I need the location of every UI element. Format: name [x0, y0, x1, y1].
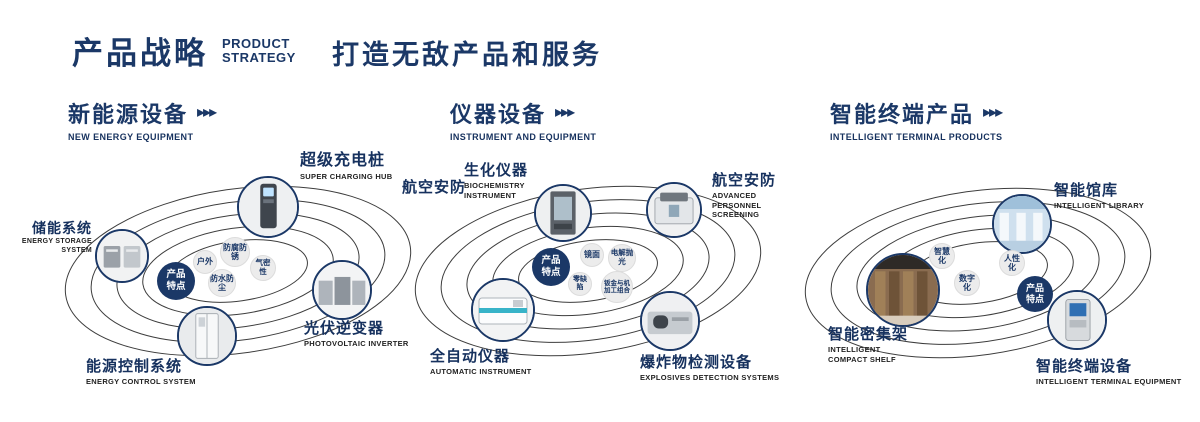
section-title: 仪器设备	[450, 102, 547, 127]
triple-arrow-icon: ▸▸▸	[983, 104, 1003, 121]
feature-bubble: 防腐防锈	[220, 237, 250, 267]
personnel-screening-photo	[648, 184, 700, 236]
intelligent-library-photo	[994, 196, 1050, 252]
section-header-new-energy: 新能源设备 ▸▸▸ NEW ENERGY EQUIPMENT	[68, 97, 217, 142]
energy-control-photo	[179, 308, 235, 364]
feature-bubble: 镜面	[580, 243, 604, 267]
feature-bubble: 零缺陷	[568, 272, 592, 296]
feature-center-node: 产品特点	[157, 262, 195, 300]
product-node-personnel-screening	[646, 182, 702, 238]
feature-center-node: 产品特点	[532, 248, 570, 286]
feature-center-node: 产品特点	[1017, 276, 1053, 312]
storage-system-photo	[97, 231, 147, 281]
section-subtitle: NEW ENERGY EQUIPMENT	[68, 132, 194, 142]
feature-bubble: 电解抛光	[608, 244, 636, 272]
section-subtitle: INSTRUMENT AND EQUIPMENT	[450, 132, 597, 142]
feature-bubble: 户外	[193, 250, 217, 274]
product-label-personnel-screening: 航空安防 ADVANCED PERSONNEL SCREENING	[712, 172, 777, 219]
page-title-en-line2: STRATEGY	[222, 49, 296, 65]
product-node-compact-shelf	[866, 253, 940, 327]
product-node-terminal-equipment	[1047, 290, 1107, 350]
section-header-intelligent: 智能终端产品 ▸▸▸ INTELLIGENT TERMINAL PRODUCTS	[830, 97, 1003, 142]
automatic-instrument-photo	[473, 280, 533, 340]
product-node-storage-system	[95, 229, 149, 283]
product-label-compact-shelf: 智能密集架 INTELLIGENT COMPACT SHELF	[828, 326, 909, 364]
product-label-storage-system: 储能系统 ENERGY STORAGE SYSTEM	[21, 220, 92, 254]
product-node-intelligent-library	[992, 194, 1052, 254]
triple-arrow-icon: ▸▸▸	[197, 104, 217, 121]
product-label-terminal-equipment: 智能终端设备 INTELLIGENT TERMINAL EQUIPMENT	[1036, 358, 1182, 387]
feature-bubble: 智慧化	[929, 243, 955, 269]
page-title-en-line1: PRODUCT	[222, 36, 290, 51]
product-label-energy-control: 能源控制系统 ENERGY CONTROL SYSTEM	[86, 358, 196, 387]
product-node-energy-control	[177, 306, 237, 366]
feature-bubble: 防水防尘	[208, 269, 236, 297]
product-node-charging-hub	[237, 176, 299, 238]
product-label-intelligent-library: 智能馆库 INTELLIGENT LIBRARY	[1054, 182, 1145, 211]
compact-shelf-photo	[868, 255, 938, 325]
product-label-aviation-security: 航空安防	[402, 179, 467, 196]
terminal-equipment-photo	[1049, 292, 1105, 348]
product-node-biochemistry	[534, 184, 592, 242]
charging-hub-photo	[239, 178, 297, 236]
product-label-pv-inverter: 光伏逆变器 PHOTOVOLTAIC INVERTER	[304, 320, 409, 349]
product-label-explosives-detection: 爆炸物检测设备 EXPLOSIVES DETECTION SYSTEMS	[640, 354, 780, 383]
feature-bubble: 数字化	[954, 270, 980, 296]
section-header-instrument: 仪器设备 ▸▸▸ INSTRUMENT AND EQUIPMENT	[450, 97, 596, 142]
page-title: 产品战略	[72, 36, 208, 71]
product-label-biochemistry: 生化仪器 BIOCHEMISTRY INSTRUMENT	[464, 162, 529, 200]
pv-inverter-photo	[314, 262, 370, 318]
feature-center-label: 产品特点	[541, 255, 561, 278]
product-label-automatic-instrument: 全自动仪器 AUTOMATIC INSTRUMENT	[430, 348, 532, 377]
feature-bubble: 人性化	[999, 250, 1025, 276]
section-title: 新能源设备	[68, 102, 189, 127]
section-title: 智能终端产品	[830, 102, 975, 127]
feature-center-label: 产品特点	[1025, 282, 1044, 304]
product-node-automatic-instrument	[471, 278, 535, 342]
product-node-explosives-detection	[640, 291, 700, 351]
feature-center-label: 产品特点	[166, 269, 186, 292]
feature-bubble: 气密性	[250, 255, 276, 281]
page-title-en: PRODUCT STRATEGY	[222, 37, 296, 64]
triple-arrow-icon: ▸▸▸	[555, 104, 575, 121]
page-tagline: 打造无敌产品和服务	[332, 40, 602, 70]
biochemistry-photo	[536, 186, 590, 240]
feature-bubble: 钣金与机加工组合	[601, 271, 633, 303]
section-subtitle: INTELLIGENT TERMINAL PRODUCTS	[830, 132, 1003, 142]
product-node-pv-inverter	[312, 260, 372, 320]
explosives-detection-photo	[642, 293, 698, 349]
product-label-charging-hub: 超级充电桩 SUPER CHARGING HUB	[300, 152, 393, 182]
